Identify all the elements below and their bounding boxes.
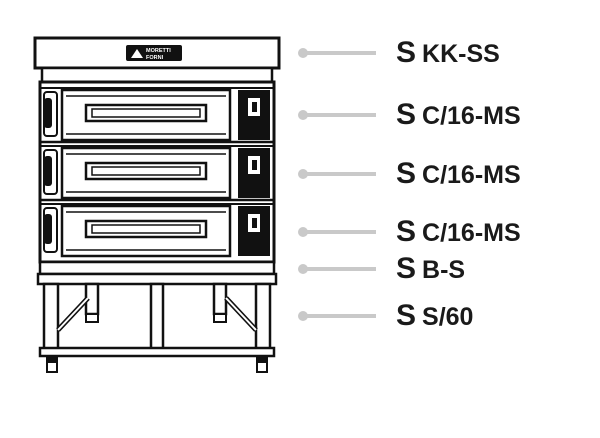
- deck-3: [40, 203, 274, 258]
- caster-right: [256, 356, 268, 373]
- callout-prefix: S: [396, 36, 417, 69]
- callout-code: C/16-MS: [422, 161, 521, 189]
- callout-prefix: S: [396, 98, 417, 131]
- callout-dot: [298, 169, 308, 179]
- callout-code: B-S: [422, 256, 466, 284]
- base-module: [36, 260, 278, 286]
- callout-dot: [298, 227, 308, 237]
- callout-line: [306, 267, 376, 271]
- callout-prefix: S: [396, 157, 417, 190]
- callout-dot: [298, 48, 308, 58]
- callout-code: C/16-MS: [422, 102, 521, 130]
- stand: [38, 282, 276, 373]
- hood-module: MORETTI FORNI: [33, 36, 281, 84]
- callout-line: [306, 51, 376, 55]
- callout-line: [306, 314, 376, 318]
- caster-left: [46, 356, 58, 373]
- deck-1: [40, 87, 274, 144]
- callout-line: [306, 172, 376, 176]
- logo-text-line1: MORETTI: [146, 48, 171, 54]
- deck-2: [40, 145, 274, 202]
- callout-line: [306, 113, 376, 117]
- callout-line: [306, 230, 376, 234]
- callout-code: S/60: [422, 303, 474, 331]
- callout-prefix: S: [396, 252, 417, 285]
- brand-logo: MORETTI FORNI: [126, 45, 182, 61]
- logo-text-line2: FORNI: [146, 55, 164, 61]
- callout-dot: [298, 311, 308, 321]
- callout-dot: [298, 264, 308, 274]
- callout-prefix: S: [396, 215, 417, 248]
- callout-code: C/16-MS: [422, 219, 521, 247]
- callout-dot: [298, 110, 308, 120]
- oven-illustration: MORETTI FORNI: [33, 36, 281, 373]
- callout-code: KK-SS: [422, 40, 500, 68]
- callout-prefix: S: [396, 299, 417, 332]
